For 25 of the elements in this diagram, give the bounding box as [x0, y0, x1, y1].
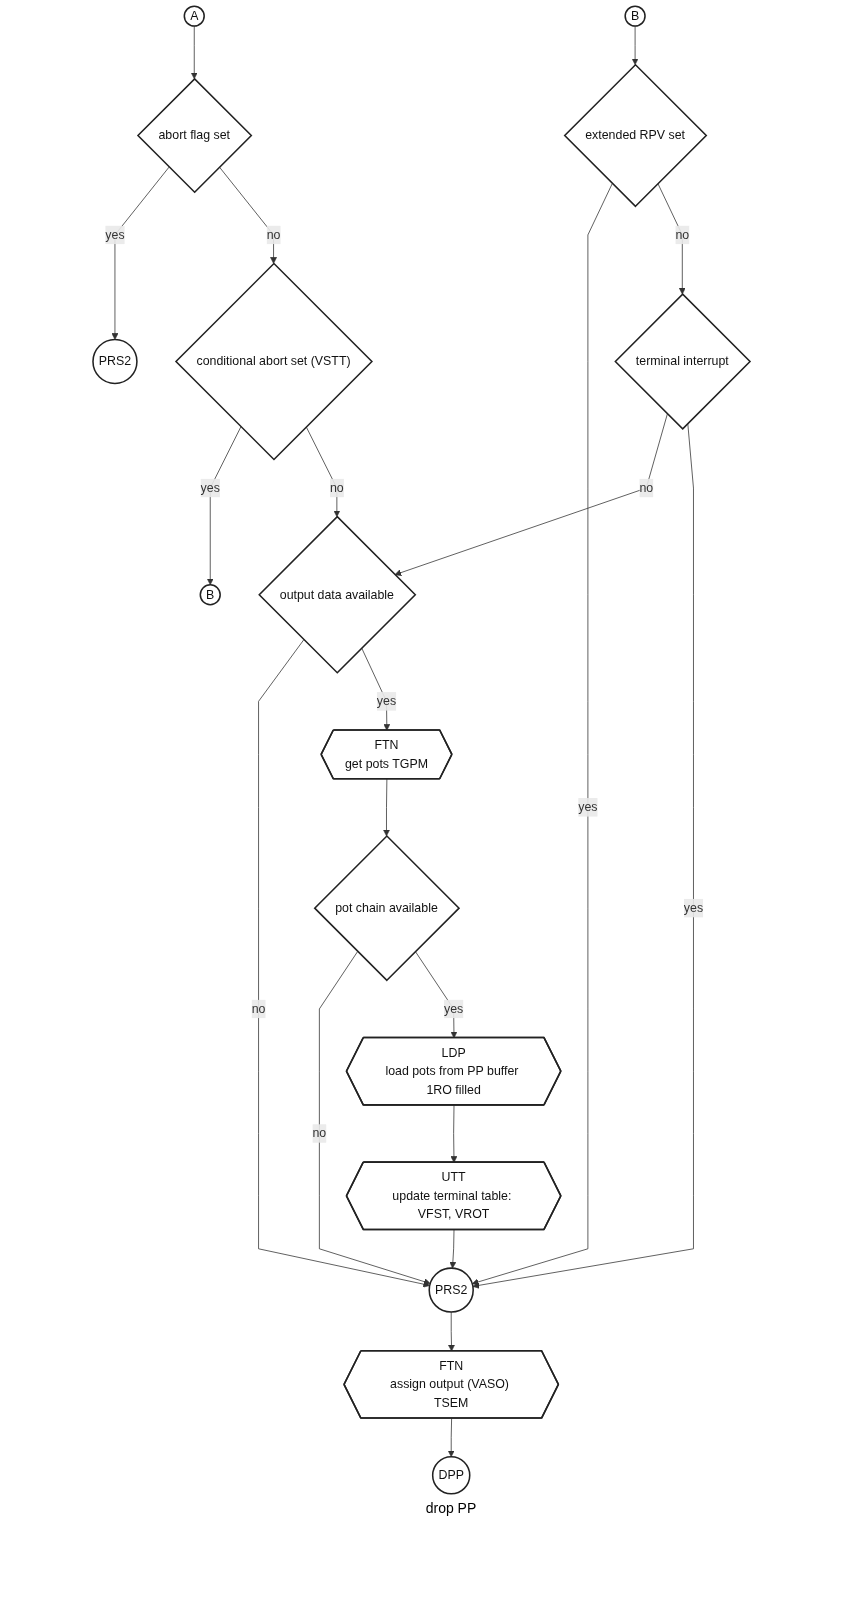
- edge-label: no: [251, 1001, 266, 1016]
- node-circle: B: [199, 584, 221, 606]
- node-caption: drop PP: [425, 1499, 477, 1516]
- node-diamond: extended RPV set: [563, 63, 708, 208]
- edge-label: yes: [105, 227, 125, 242]
- node-circle: B: [624, 5, 646, 27]
- node-circle: PRS2: [92, 338, 138, 385]
- node-diamond: pot chain available: [313, 834, 461, 982]
- edge-label: yes: [683, 901, 704, 915]
- node-diamond: terminal interrupt: [614, 293, 752, 430]
- edge-label: yes: [578, 800, 598, 814]
- node-circle: PRS2: [428, 1267, 474, 1313]
- edge-label: yes: [200, 481, 220, 495]
- edge-label: yes: [376, 694, 397, 708]
- edge-label: no: [639, 481, 654, 495]
- node-circle: A: [183, 5, 205, 27]
- node-diamond: abort flag set: [136, 77, 253, 194]
- node-diamond: output data available: [258, 515, 417, 674]
- edge-label: no: [312, 1126, 327, 1140]
- edge-label: no: [329, 481, 344, 495]
- node-circle: DPP: [431, 1455, 471, 1495]
- edge-label: yes: [443, 1001, 464, 1016]
- edge-label: no: [675, 227, 690, 242]
- edge-label: no: [266, 227, 281, 242]
- node-diamond: conditional abort set (VSTT): [174, 262, 373, 461]
